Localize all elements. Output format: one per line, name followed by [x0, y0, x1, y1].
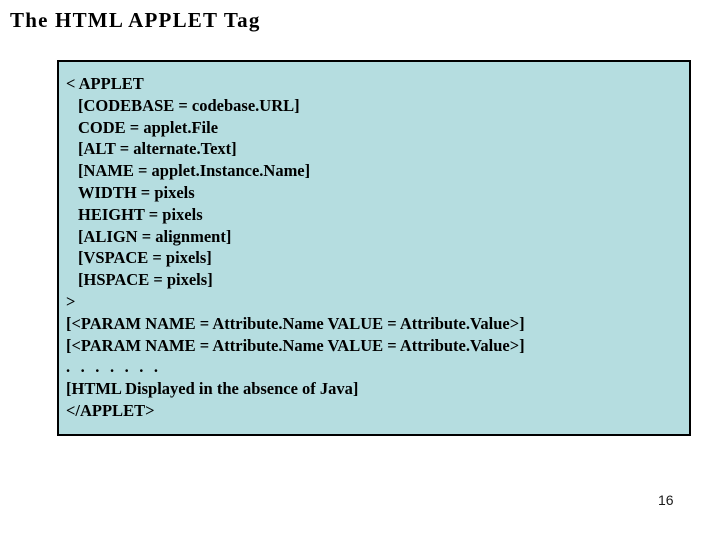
page-title: The HTML APPLET Tag: [10, 8, 261, 32]
code-line: [ALIGN = alignment]: [78, 226, 232, 246]
code-line: HEIGHT = pixels: [78, 204, 203, 224]
code-line-list: < APPLET [CODEBASE = codebase.URL]CODE = …: [66, 73, 687, 422]
code-line: [CODEBASE = codebase.URL]: [78, 95, 300, 115]
code-line: [<PARAM NAME = Attribute.Name VALUE = At…: [66, 313, 525, 333]
applet-tag-syntax-box: < APPLET [CODEBASE = codebase.URL]CODE = …: [57, 60, 691, 436]
code-line: [ALT = alternate.Text]: [78, 139, 237, 159]
page-number: 16: [658, 492, 674, 508]
code-line: CODE = applet.File: [78, 117, 219, 137]
code-line: [HSPACE = pixels]: [78, 270, 213, 290]
code-line: WIDTH = pixels: [78, 182, 195, 202]
code-line: [<PARAM NAME = Attribute.Name VALUE = At…: [66, 335, 525, 355]
code-line: . . . . . . .: [66, 357, 162, 377]
code-line: </APPLET>: [66, 400, 155, 420]
code-line: [HTML Displayed in the absence of Java]: [66, 379, 359, 399]
code-line: < APPLET: [66, 74, 144, 93]
code-line: >: [66, 291, 76, 311]
code-line: [VSPACE = pixels]: [78, 248, 212, 268]
code-line: [NAME = applet.Instance.Name]: [78, 161, 311, 181]
